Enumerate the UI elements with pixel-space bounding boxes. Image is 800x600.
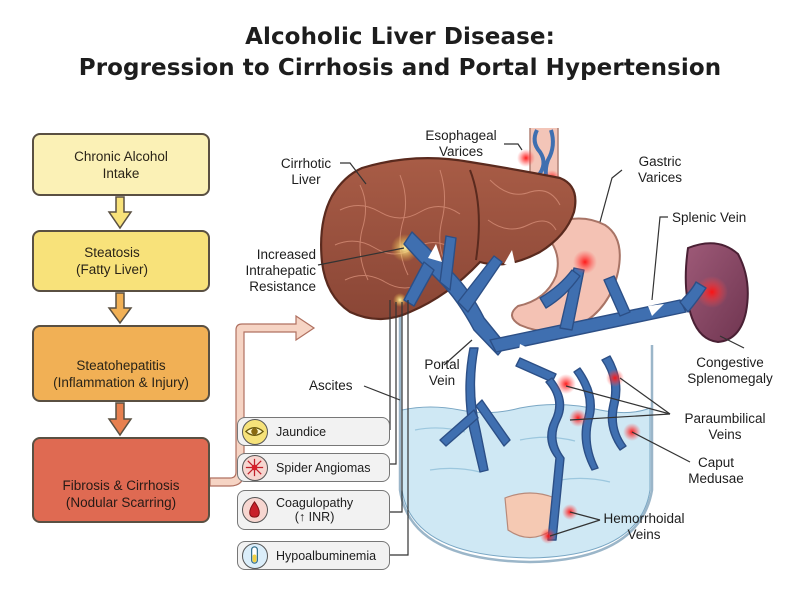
label-paraumbilical-veins: Paraumbilical Veins	[670, 411, 780, 443]
spider-angioma-icon	[242, 454, 268, 481]
sign-sublabel: (↑ INR)	[294, 510, 335, 524]
label-ascites: Ascites	[309, 378, 353, 393]
blood-drop-icon	[242, 497, 268, 523]
label-line: Varices	[438, 144, 483, 159]
label-line: Resistance	[249, 279, 316, 294]
label-intrahepatic-resistance: Increased Intrahepatic Resistance	[222, 247, 316, 295]
sign-spider-angiomas: Spider Angiomas	[237, 453, 390, 482]
label-gastric-varices: Gastric Varices	[620, 154, 700, 186]
sign-label: Coagulopathy	[276, 496, 354, 510]
label-line: Increased	[256, 247, 316, 262]
stage-steatohepatitis: Steatohepatitis (Inflammation & Injury)	[32, 325, 210, 402]
arrow-down-2	[107, 292, 133, 325]
stage-line: Steatosis	[84, 245, 140, 260]
label-line: Congestive	[696, 355, 764, 370]
stage-fibrosis-cirrhosis: Fibrosis & Cirrhosis (Nodular Scarring)	[32, 437, 210, 523]
leader-lines	[317, 143, 745, 556]
label-line: Veins	[627, 527, 661, 542]
stage-line: Fibrosis & Cirrhosis	[62, 478, 180, 493]
sign-jaundice: Jaundice	[237, 417, 390, 446]
stage-line: Intake	[102, 165, 140, 181]
label-splenic-vein: Splenic Vein	[672, 210, 747, 225]
arrow-down-3	[107, 402, 133, 437]
stage-line: Steatohepatitis	[76, 357, 166, 373]
label-line: Caput	[697, 455, 735, 470]
sign-label: Spider Angiomas	[276, 460, 371, 475]
eye-icon	[242, 418, 268, 445]
sign-label: Hypoalbuminemia	[276, 548, 377, 563]
label-line: Paraumbilical	[684, 411, 766, 426]
stage-steatosis: Steatosis (Fatty Liver)	[32, 230, 210, 292]
label-caput-medusae: Caput Medusae	[678, 455, 754, 487]
stage-line: Chronic Alcohol	[74, 148, 168, 164]
label-line: Splenomegaly	[687, 371, 773, 386]
test-tube-icon	[242, 542, 268, 569]
label-line: Vein	[428, 373, 456, 388]
arrow-down-1	[107, 196, 133, 230]
label-esophageal-varices: Esophageal Varices	[416, 128, 506, 160]
page-title: Alcoholic Liver Disease: Progression to …	[0, 22, 800, 84]
label-line: Hemorrhoidal	[603, 511, 685, 526]
label-line: Liver	[291, 172, 321, 187]
sign-label: Jaundice	[276, 424, 327, 439]
label-line: Medusae	[688, 471, 744, 486]
label-portal-vein: Portal Vein	[412, 357, 472, 389]
stage-line: (Nodular Scarring)	[65, 495, 177, 510]
label-congestive-splenomegaly: Congestive Splenomegaly	[676, 355, 784, 387]
flow-arrows	[428, 244, 664, 356]
stage-arrows	[107, 196, 133, 437]
label-line: Cirrhotic	[280, 156, 332, 171]
label-hemorrhoidal-veins: Hemorrhoidal Veins	[596, 511, 692, 543]
title-line-1: Alcoholic Liver Disease:	[245, 24, 555, 50]
stage-line: (Inflammation & Injury)	[53, 374, 189, 390]
sign-hypoalbuminemia: Hypoalbuminemia	[237, 541, 390, 570]
stage-line: (Fatty Liver)	[75, 262, 148, 277]
label-line: Veins	[708, 427, 742, 442]
sign-coagulopathy: Coagulopathy (↑ INR)	[237, 490, 390, 530]
label-line: Portal	[424, 357, 460, 372]
title-line-2: Progression to Cirrhosis and Portal Hype…	[78, 55, 722, 81]
label-line: Esophageal	[425, 128, 497, 143]
label-cirrhotic-liver: Cirrhotic Liver	[268, 156, 344, 188]
label-line: Intrahepatic	[245, 263, 316, 278]
label-line: Varices	[637, 170, 682, 185]
progression-arrow	[209, 314, 316, 487]
stage-chronic-alcohol-intake: Chronic Alcohol Intake	[32, 133, 210, 196]
label-line: Gastric	[638, 154, 682, 169]
